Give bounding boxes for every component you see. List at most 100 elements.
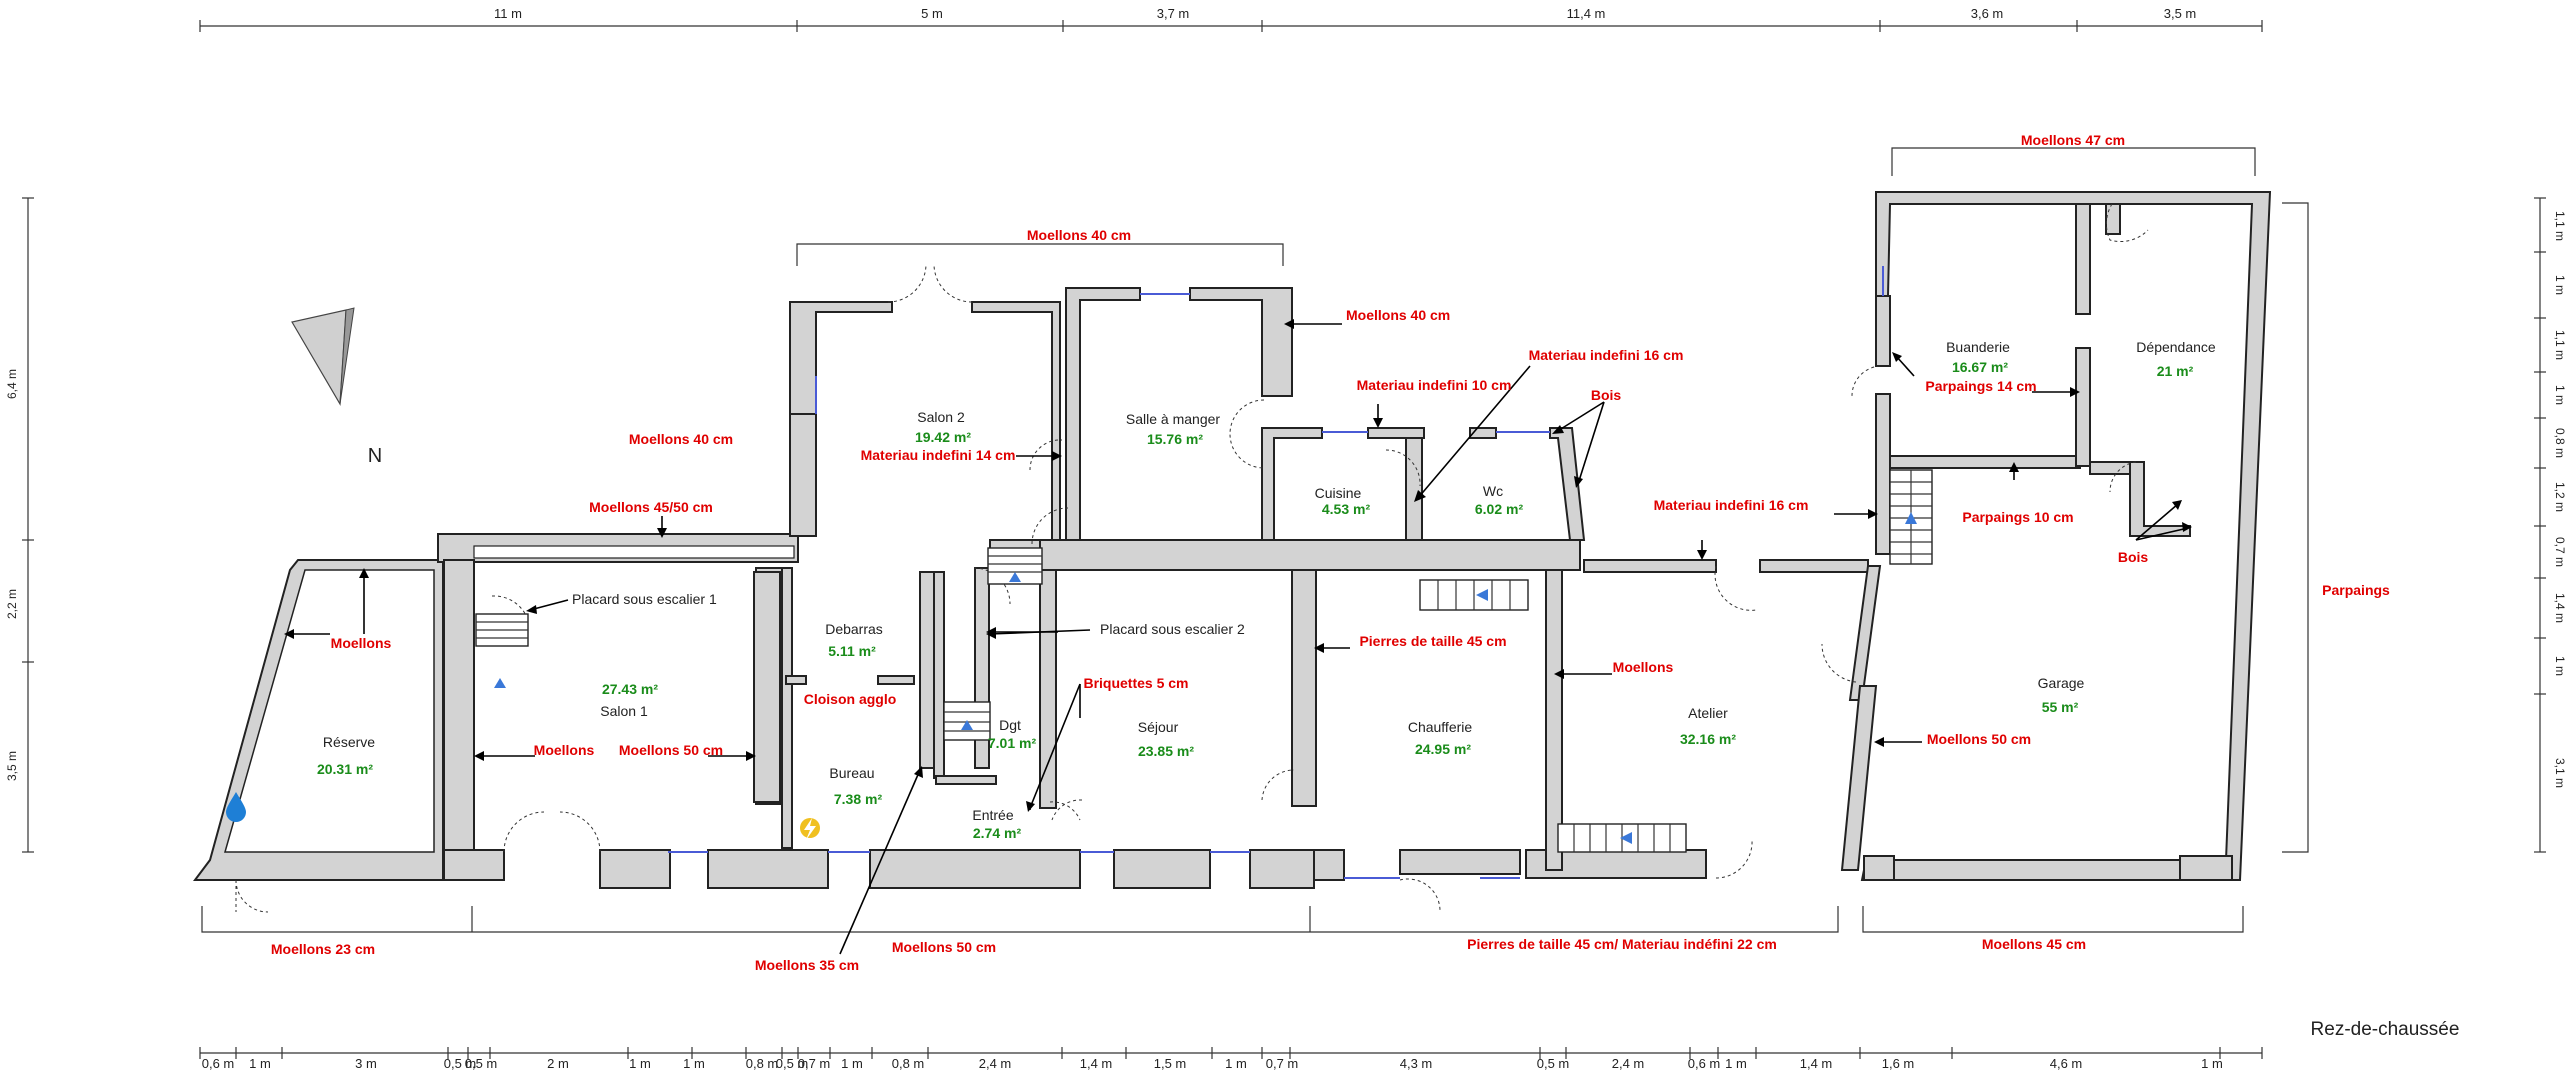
placard-leaders <box>526 599 1091 639</box>
dim-bottom-label: 0,6 m <box>1688 1056 1721 1071</box>
material-note: Materiau indefini 10 cm <box>1357 377 1512 393</box>
dim-bottom-label: 4,3 m <box>1400 1056 1433 1071</box>
placard-label: Placard sous escalier 1 <box>572 591 717 607</box>
top-dimension-line: 11 m 5 m 3,7 m 11,4 m 3,6 m 3,5 m <box>199 6 2263 32</box>
walls <box>193 191 2272 889</box>
material-note: Moellons 23 cm <box>271 941 375 957</box>
room-area: 7.38 m² <box>834 791 883 807</box>
dim-right-label: 1,1 m <box>2553 211 2565 241</box>
room-area: 15.76 m² <box>1147 431 1203 447</box>
wall <box>1549 427 1586 541</box>
material-note: Pierres de taille 45 cm/ Materiau indéfi… <box>1467 936 1777 952</box>
wall <box>1189 287 1293 397</box>
material-note: Parpaings 14 cm <box>1925 378 2036 394</box>
level-title: Rez-de-chaussée <box>2311 1019 2460 1040</box>
dim-bottom-label: 1 m <box>249 1056 271 1071</box>
room-labels: Réserve 20.31 m² 27.43 m² Salon 1 Debarr… <box>317 339 2216 841</box>
dim-bottom-label: 0,5 m <box>444 1056 477 1071</box>
material-note: Moellons 40 cm <box>1346 307 1450 323</box>
wall <box>1875 295 1891 367</box>
room-area: 6.02 m² <box>1475 501 1524 517</box>
wall <box>1313 849 1345 881</box>
wall <box>1113 849 1211 889</box>
wall <box>1249 849 1315 889</box>
material-note: Moellons 47 cm <box>2021 132 2125 148</box>
wall <box>1840 685 1878 871</box>
wall <box>1583 559 1717 573</box>
wall <box>789 413 817 537</box>
room-area: 24.95 m² <box>1415 741 1471 757</box>
dim-left-label: 3,5 m <box>5 751 19 781</box>
material-note: Materiau indefini 14 cm <box>861 447 1016 463</box>
material-note: Materiau indefini 16 cm <box>1529 347 1684 363</box>
bottom-wall-brackets <box>201 906 2244 933</box>
material-note: Moellons <box>534 742 595 758</box>
room-name: Salon 1 <box>600 703 648 719</box>
dim-right-label: 1,2 m <box>2553 482 2565 512</box>
room-name: Chaufferie <box>1408 719 1473 735</box>
wall <box>1399 849 1521 875</box>
dim-bottom-label: 2 m <box>547 1056 569 1071</box>
wall <box>2075 203 2091 315</box>
dim-right-label: 1,1 m <box>2553 330 2565 360</box>
material-note: Moellons <box>331 635 392 651</box>
annotation-arrows <box>284 319 2192 955</box>
room-name: Bureau <box>829 765 874 781</box>
wall <box>443 849 505 881</box>
wall <box>1039 567 1057 809</box>
stair-arrow-icon <box>1620 832 1632 844</box>
room-area: 2.74 m² <box>973 825 1022 841</box>
dim-top-label: 11 m <box>494 6 522 21</box>
wall <box>1039 539 1581 571</box>
material-note: Moellons 40 cm <box>1027 227 1131 243</box>
room-name: Wc <box>1483 483 1503 499</box>
room-name: Atelier <box>1688 705 1728 721</box>
dim-bottom-label: 1,6 m <box>1882 1056 1915 1071</box>
room-area: 5.11 m² <box>828 643 876 659</box>
dim-right-label: 1 m <box>2553 385 2565 405</box>
room-name: Salon 2 <box>917 409 965 425</box>
room-name: Garage <box>2038 675 2085 691</box>
dim-right-label: 0,7 m <box>2553 537 2565 567</box>
dim-right-label: 1 m <box>2553 275 2565 295</box>
wall <box>2179 855 2233 881</box>
dim-top-label: 3,7 m <box>1157 6 1190 21</box>
dim-left-label: 2,2 m <box>5 589 19 619</box>
room-area: 21 m² <box>2157 363 2194 379</box>
material-note: Parpaings 10 cm <box>1962 509 2073 525</box>
wall <box>1367 427 1425 439</box>
room-name: Debarras <box>825 621 883 637</box>
room-area: 55 m² <box>2042 699 2079 715</box>
right-dimension-line: 1,1 m 1 m 1,1 m 1 m 0,8 m 1,2 m 0,7 m 1,… <box>2534 197 2565 853</box>
stair-arrow-icon <box>1476 589 1488 601</box>
room-name: Entrée <box>972 807 1013 823</box>
left-dimension-line: 6,4 m 2,2 m 3,5 m <box>5 197 34 853</box>
dim-bottom-label: 1 m <box>1225 1056 1247 1071</box>
dim-right-label: 3,1 m <box>2553 758 2565 788</box>
doors <box>235 203 2149 913</box>
dim-right-label: 1,4 m <box>2553 593 2565 623</box>
dim-bottom-label: 2,4 m <box>979 1056 1012 1071</box>
dim-bottom-label: 0,8 m <box>746 1056 779 1071</box>
room-area: 4.53 m² <box>1322 501 1371 517</box>
dim-bottom-label: 0,6 m <box>202 1056 235 1071</box>
dim-bottom-label: 0,8 m <box>892 1056 925 1071</box>
material-note: Moellons 50 cm <box>1927 731 2031 747</box>
dim-left-label: 6,4 m <box>5 369 19 399</box>
material-note: Bois <box>2118 549 2149 565</box>
dim-right-label: 0,8 m <box>2553 428 2565 458</box>
wall <box>1291 567 1317 807</box>
water-drop-icon <box>226 792 246 822</box>
room-name: Cuisine <box>1315 485 1362 501</box>
room-name: Séjour <box>1138 719 1179 735</box>
wall <box>1261 427 1323 541</box>
material-note: Bois <box>1591 387 1622 403</box>
room-area: 20.31 m² <box>317 761 373 777</box>
dim-top-label: 11,4 m <box>1567 6 1606 21</box>
dim-bottom-label: 1 m <box>629 1056 651 1071</box>
dim-bottom-label: 2,4 m <box>1612 1056 1645 1071</box>
lightning-icon <box>804 818 816 840</box>
wall <box>707 849 829 889</box>
